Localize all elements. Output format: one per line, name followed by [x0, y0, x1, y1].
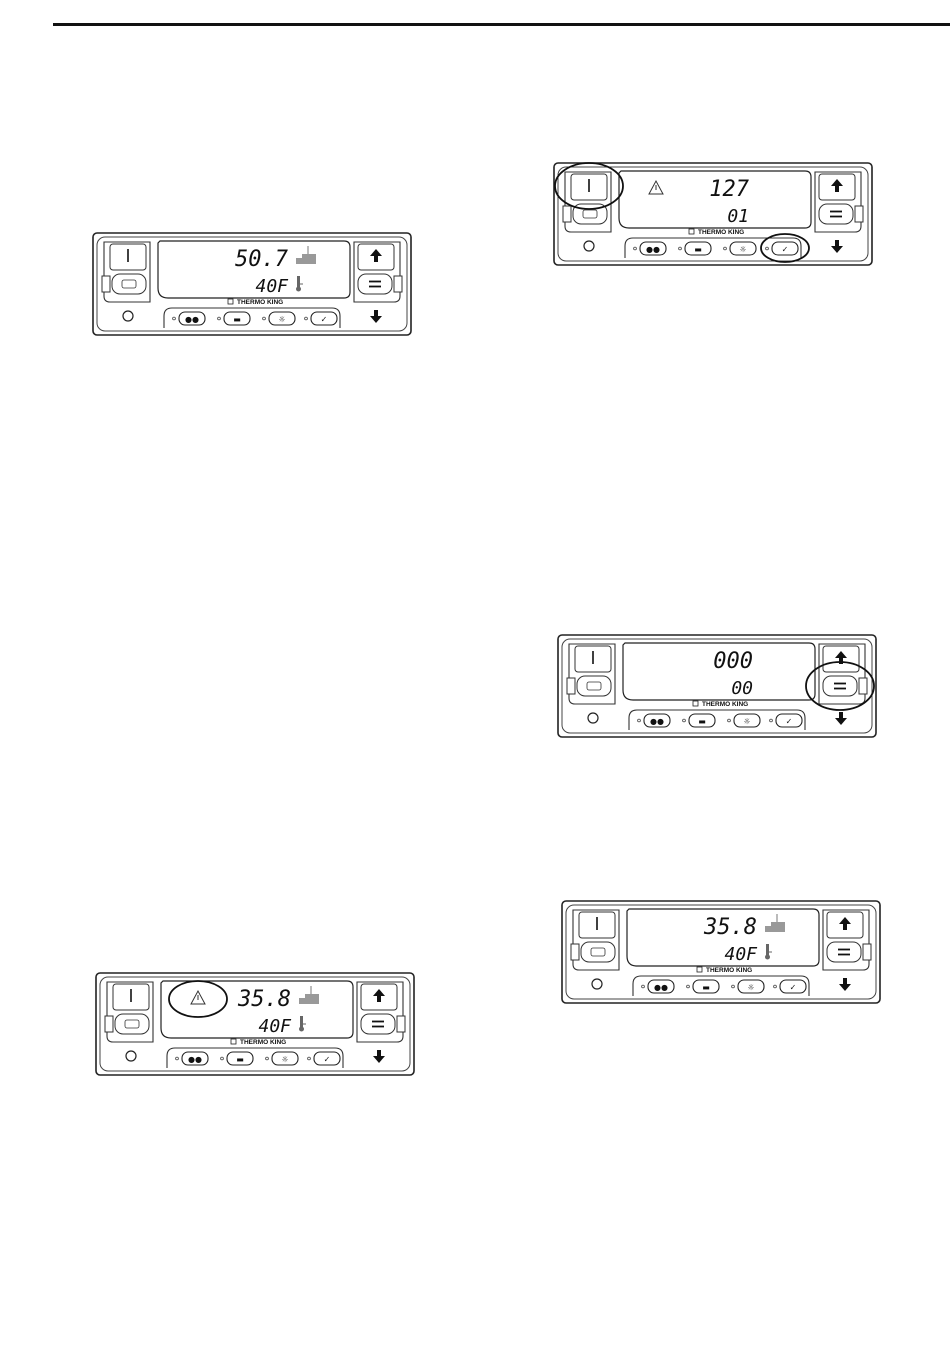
- brand-label: THERMO KING: [702, 701, 748, 708]
- controller-panel-cleared: 35.8 40F THERMO KING ●● ▬ ☼ ✓: [561, 900, 881, 1004]
- defrost-icon: ●●: [650, 717, 664, 726]
- controller-panel-alarm-code: 127 01THERMO KING ●● ▬ ☼ ✓: [553, 162, 873, 266]
- select-button[interactable]: [358, 274, 392, 294]
- pretrip-check-icon: ✓: [321, 315, 328, 324]
- display-upper-reading: 35.8: [703, 915, 757, 940]
- left-side-tab: [563, 206, 571, 222]
- defrost-icon: ●●: [188, 1055, 202, 1064]
- display-lower-reading: 00: [731, 678, 753, 699]
- display-lower-reading: 40F: [255, 276, 289, 297]
- brand-label: THERMO KING: [698, 229, 744, 236]
- display-upper-reading: 50.7: [235, 247, 289, 272]
- cycle-sentry-icon: ▬: [698, 717, 706, 726]
- pretrip-check-icon: ✓: [324, 1055, 331, 1064]
- gauge-icon: ☼: [743, 717, 750, 726]
- gauge-icon: ☼: [281, 1055, 288, 1064]
- brand-label: THERMO KING: [240, 1039, 286, 1046]
- pretrip-check-icon: ✓: [786, 717, 793, 726]
- off-button[interactable]: [112, 274, 146, 294]
- controller-svg: 35.8 40F THERMO KING ●● ▬ ☼ ✓: [95, 972, 415, 1076]
- defrost-icon: ●●: [654, 983, 668, 992]
- brand-label: THERMO KING: [237, 299, 283, 306]
- up-arrow-button[interactable]: [823, 646, 859, 672]
- brand-label: THERMO KING: [706, 967, 752, 974]
- on-off-button[interactable]: [575, 646, 611, 672]
- off-button[interactable]: [577, 676, 611, 696]
- select-button[interactable]: [823, 676, 857, 696]
- right-side-tab: [859, 678, 867, 694]
- gauge-icon: ☼: [278, 315, 285, 324]
- off-button[interactable]: [581, 942, 615, 962]
- right-side-tab: [855, 206, 863, 222]
- left-side-tab: [571, 944, 579, 960]
- page-top-rule: [53, 23, 950, 26]
- display-lower-reading: 40F: [258, 1016, 292, 1037]
- defrost-icon: ●●: [646, 245, 660, 254]
- gauge-icon: ☼: [739, 245, 746, 254]
- display-lower-reading: 40F: [724, 944, 758, 965]
- display-upper-reading: 127: [709, 177, 749, 202]
- right-side-tab: [863, 944, 871, 960]
- cycle-sentry-icon: ▬: [694, 245, 702, 254]
- off-button[interactable]: [115, 1014, 149, 1034]
- gauge-icon: ☼: [747, 983, 754, 992]
- up-arrow-button[interactable]: [361, 984, 397, 1010]
- cycle-sentry-icon: ▬: [233, 315, 241, 324]
- defrost-icon: ●●: [185, 315, 199, 324]
- controller-svg: 00000THERMO KING●●▬☼✓: [557, 634, 877, 738]
- controller-panel-cleared-code: 00000THERMO KING●●▬☼✓: [557, 634, 877, 738]
- controller-panel-standard: 50.7 40F THERMO KING ●● ▬ ☼ ✓: [92, 232, 412, 336]
- pretrip-check-icon: ✓: [782, 245, 789, 254]
- left-side-tab: [105, 1016, 113, 1032]
- on-off-button[interactable]: [571, 174, 607, 200]
- display-upper-reading: 35.8: [237, 987, 291, 1012]
- right-side-tab: [397, 1016, 405, 1032]
- left-side-tab: [102, 276, 110, 292]
- display-lower-reading: 01: [727, 206, 749, 227]
- up-arrow-button[interactable]: [819, 174, 855, 200]
- up-arrow-button[interactable]: [358, 244, 394, 270]
- controller-panel-with-alarm: 35.8 40F THERMO KING ●● ▬ ☼ ✓: [95, 972, 415, 1076]
- on-off-button[interactable]: [113, 984, 149, 1010]
- left-side-tab: [567, 678, 575, 694]
- controller-svg: 35.8 40F THERMO KING ●● ▬ ☼ ✓: [561, 900, 881, 1004]
- select-button[interactable]: [827, 942, 861, 962]
- on-off-button[interactable]: [579, 912, 615, 938]
- up-arrow-button[interactable]: [827, 912, 863, 938]
- controller-svg: 50.7 40F THERMO KING ●● ▬ ☼ ✓: [92, 232, 412, 336]
- display-upper-reading: 000: [713, 649, 753, 674]
- cycle-sentry-icon: ▬: [702, 983, 710, 992]
- pretrip-check-icon: ✓: [790, 983, 797, 992]
- select-button[interactable]: [361, 1014, 395, 1034]
- right-side-tab: [394, 276, 402, 292]
- select-button[interactable]: [819, 204, 853, 224]
- cycle-sentry-icon: ▬: [236, 1055, 244, 1064]
- on-off-button[interactable]: [110, 244, 146, 270]
